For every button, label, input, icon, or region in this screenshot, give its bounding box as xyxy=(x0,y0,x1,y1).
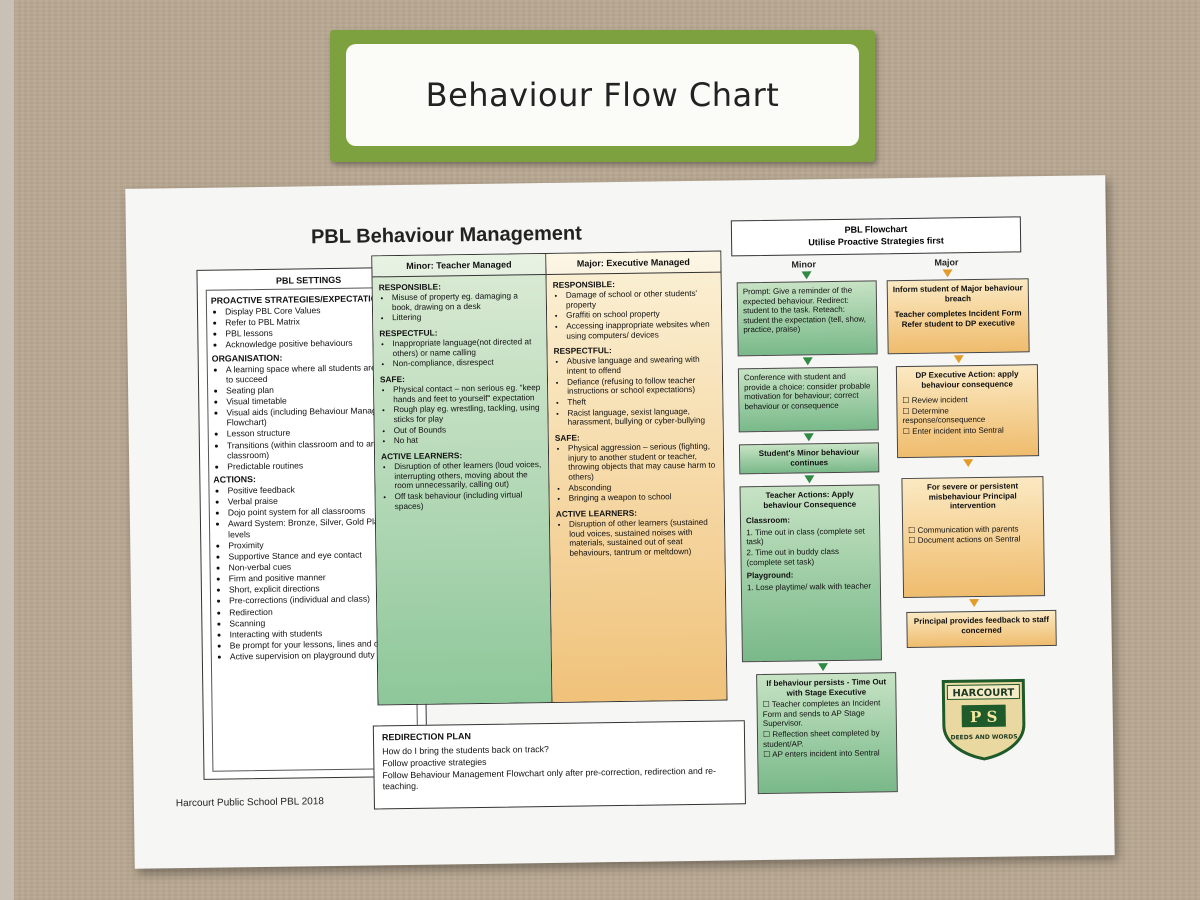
list-item: Littering xyxy=(392,311,540,323)
list-item: ☐ Reflection sheet completed by student/… xyxy=(762,728,880,749)
step-text: Refer student to DP executive xyxy=(901,318,1015,329)
step-heading: If behaviour persists - Time Out with St… xyxy=(766,677,887,698)
list-item: 2. Time out in buddy class (complete set… xyxy=(746,546,839,567)
major-step-feedback: Principal provides feedback to staff con… xyxy=(906,609,1057,649)
step-list: ☐ Communication with parents ☐ Document … xyxy=(908,524,1038,546)
list-item: Misuse of property eg. damaging a book, … xyxy=(392,291,540,312)
section-list: Abusive language and swearing with inten… xyxy=(554,355,717,428)
step-text: Inform student of Major behaviour breach xyxy=(892,283,1023,304)
list-item: ☐ Review incident xyxy=(902,395,968,406)
list-item: Damage of school or other students' prop… xyxy=(566,289,715,310)
section-list: Inappropriate language(not directed at o… xyxy=(379,337,540,369)
list-item: Racist language, sexist language, harass… xyxy=(567,406,716,427)
arrow-down-icon xyxy=(804,475,815,484)
list-item: ☐ Teacher completes an Incident Form and… xyxy=(762,698,881,729)
list-item: ☐ Communication with parents xyxy=(908,524,1019,535)
arrow-down-icon xyxy=(801,271,812,280)
major-step-principal-intervention: For severe or persistent misbehaviour Pr… xyxy=(901,476,1046,599)
arrow-down-icon xyxy=(963,459,974,468)
list-item: Non-compliance, disrespect xyxy=(393,357,541,369)
minor-step-conference: Conference with student and provide a ch… xyxy=(737,366,879,433)
step-list: ☐ Teacher completes an Incident Form and… xyxy=(762,698,892,760)
step-text: Prompt: Give a reminder of the expected … xyxy=(742,285,867,335)
step-heading: Teacher Actions: Apply behaviour Consequ… xyxy=(763,489,857,510)
poster-title: PBL Behaviour Management xyxy=(310,222,582,249)
minor-step-teacher-actions: Teacher Actions: Apply behaviour Consequ… xyxy=(739,484,882,663)
step-subheading: Classroom: xyxy=(745,515,791,526)
minor-step-prompt: Prompt: Give a reminder of the expected … xyxy=(736,280,878,357)
list-item: Bringing a weapon to school xyxy=(569,492,718,504)
crest-initials: P S xyxy=(970,708,998,726)
arrow-down-icon xyxy=(803,433,814,442)
crest-motto: DEEDS AND WORDS xyxy=(951,733,1018,741)
redirection-plan-box: REDIRECTION PLAN How do I bring the stud… xyxy=(372,720,746,810)
list-item: 1. Lose playtime/ walk with teacher xyxy=(746,581,872,592)
minor-label: Minor xyxy=(791,259,816,270)
step-text: Student's Minor behaviour continues xyxy=(758,447,860,468)
wall-edge xyxy=(0,0,14,900)
list-item: ☐ Document actions on Sentral xyxy=(908,534,1021,546)
list-item: Abusive language and swearing with inten… xyxy=(567,355,716,376)
arrow-down-icon xyxy=(969,598,980,608)
school-crest-icon: HARCOURT P S DEEDS AND WORDS xyxy=(941,678,1026,761)
list-item: Defiance (refusing to follow teacher ins… xyxy=(567,375,716,396)
redirection-heading: REDIRECTION PLAN xyxy=(381,731,472,743)
step-list: ☐ Review incident ☐ Determine response/c… xyxy=(902,394,1033,436)
section-list: Physical aggression – serious (fighting,… xyxy=(555,442,718,504)
step-text: Conference with student and provide a ch… xyxy=(743,371,871,412)
sign-card: Behaviour Flow Chart xyxy=(346,44,859,146)
poster-footer: Harcourt Public School PBL 2018 xyxy=(175,796,324,810)
major-column: Major: Executive Managed RESPONSIBLE: Da… xyxy=(546,251,727,702)
minor-heading: Minor: Teacher Managed xyxy=(372,254,546,278)
step-text: Principal provides feedback to staff con… xyxy=(913,615,1050,635)
section-list: Physical contact – non serious eg. "keep… xyxy=(380,383,542,446)
list-item: Off task behaviour (including virtual sp… xyxy=(395,490,543,511)
major-step-dp-action: DP Executive Action: apply behaviour con… xyxy=(895,364,1040,459)
major-label: Major xyxy=(934,257,959,268)
list-item: ☐ Enter incident into Sentral xyxy=(902,425,1004,437)
arrow-down-icon xyxy=(953,355,964,364)
list-item: Disruption of other learners (sustained … xyxy=(569,518,719,559)
step-subheading: Playground: xyxy=(746,570,794,581)
step-heading: For severe or persistent misbehaviour Pr… xyxy=(926,481,1019,511)
list-item: Physical contact – non serious eg. "keep… xyxy=(393,383,541,404)
crest-name: HARCOURT xyxy=(952,688,1014,700)
list-item: Accessing inappropriate websites when us… xyxy=(566,320,715,341)
list-item: No hat xyxy=(394,434,542,446)
minor-step-time-out: If behaviour persists - Time Out with St… xyxy=(756,672,898,795)
list-item: Rough play eg. wrestling, tackling, usin… xyxy=(393,403,541,424)
arrow-down-icon xyxy=(942,269,953,278)
list-item: Physical aggression – serious (fighting,… xyxy=(568,442,718,483)
list-item: 1. Time out in class (complete set task) xyxy=(746,526,865,547)
step-heading: DP Executive Action: apply behaviour con… xyxy=(915,369,1019,390)
flowchart-subtitle: Utilise Proactive Strategies first xyxy=(808,235,944,248)
list-item: Out of Bounds xyxy=(394,424,542,436)
section-list: Disruption of other learners (sustained … xyxy=(556,518,719,559)
arrow-down-icon xyxy=(802,357,813,366)
minor-step-continues: Student's Minor behaviour continues xyxy=(738,442,880,475)
pbl-poster: PBL Behaviour Management PBL SETTINGS PR… xyxy=(125,175,1115,869)
list-item: ☐ AP enters incident into Sentral xyxy=(763,748,880,760)
section-list: Misuse of property eg. damaging a book, … xyxy=(379,291,540,323)
arrow-down-icon xyxy=(817,663,829,672)
sign-title: Behaviour Flow Chart xyxy=(425,76,780,114)
step-list: 1. Time out in class (complete set task)… xyxy=(746,526,875,567)
major-step-inform: Inform student of Major behaviour breach… xyxy=(886,278,1030,355)
list-item: Disruption of other learners (loud voice… xyxy=(394,460,542,491)
major-heading: Major: Executive Managed xyxy=(546,251,721,276)
section-list: Damage of school or other students' prop… xyxy=(553,289,716,342)
step-list: 1. Lose playtime/ walk with teacher xyxy=(747,581,875,592)
behaviour-flow-chart-sign: Behaviour Flow Chart xyxy=(330,30,875,162)
redirection-line: Follow Behaviour Management Flowchart on… xyxy=(382,765,717,792)
list-item: ☐ Determine response/consequence xyxy=(902,406,986,426)
flowchart-title-box: PBL Flowchart Utilise Proactive Strategi… xyxy=(730,216,1022,257)
section-list: Disruption of other learners (loud voice… xyxy=(381,460,543,512)
minor-column: Minor: Teacher Managed RESPONSIBLE: Misu… xyxy=(372,254,553,705)
minor-major-table: Minor: Teacher Managed RESPONSIBLE: Misu… xyxy=(371,250,728,706)
list-item: Inappropriate language(not directed at o… xyxy=(392,337,540,358)
